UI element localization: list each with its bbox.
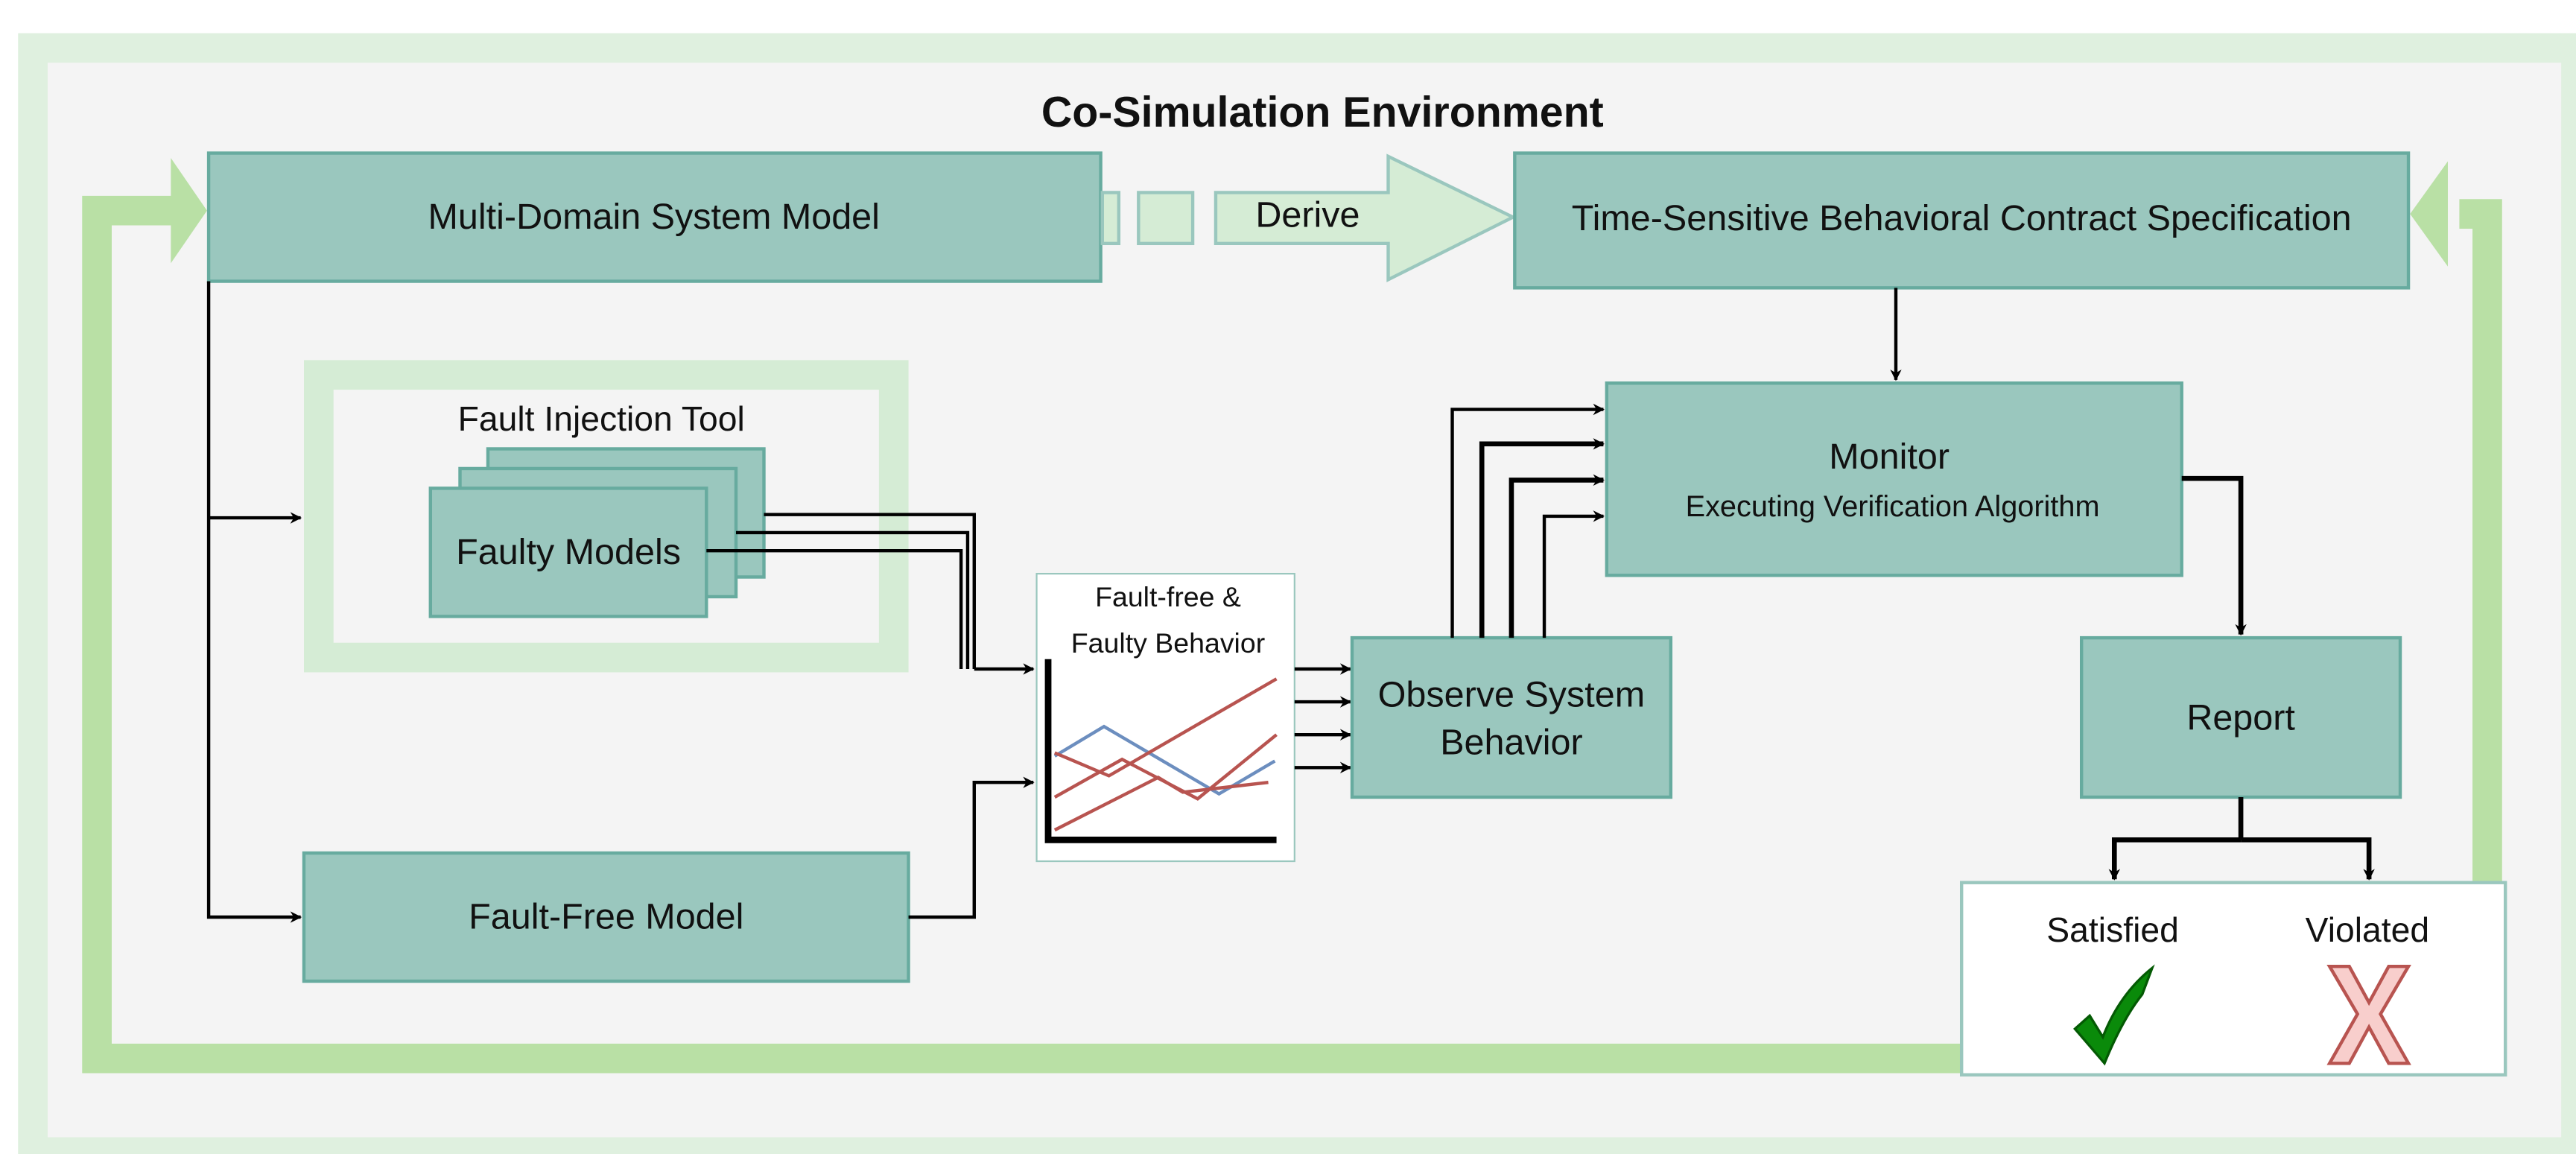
connector-observe-monitor-2 xyxy=(1479,438,1605,638)
system-model-box xyxy=(206,151,1103,283)
violated-label: Violated xyxy=(2306,910,2429,949)
connector-system-to-models xyxy=(206,281,302,923)
behavior-plot-axes xyxy=(1044,659,1277,843)
connector-observe-monitor-3 xyxy=(1509,474,1605,638)
behavior-plot-line-red-1 xyxy=(1053,677,1278,778)
faulty-models-box xyxy=(428,486,708,618)
behavior-plot-box xyxy=(1035,572,1295,863)
behavior-plot-line-red-3 xyxy=(1053,776,1269,832)
feedback-arrowhead-left-icon xyxy=(171,158,207,264)
system-model-label: Multi-Domain System Model xyxy=(428,197,880,237)
derive-dash-1 xyxy=(1100,191,1121,246)
report-box xyxy=(2079,635,2402,799)
cross-icon xyxy=(2326,964,2411,1065)
observe-label-line2: Behavior xyxy=(1440,723,1582,763)
connector-monitor-report xyxy=(2181,475,2247,636)
feedback-loop-arrow xyxy=(82,195,2502,1074)
feedback-arrowhead-right-icon xyxy=(2410,161,2448,267)
observe-box xyxy=(1350,635,1673,799)
behavior-plot-title-line2: Faulty Behavior xyxy=(1071,627,1265,659)
connector-fault-free-to-plot xyxy=(908,776,1035,919)
observe-label-line1: Observe System xyxy=(1378,675,1645,715)
fault-free-model-box xyxy=(302,851,910,983)
monitor-box xyxy=(1605,381,2183,577)
behavior-plot-line-blue xyxy=(1053,724,1276,796)
connector-faulty-2 xyxy=(736,530,970,669)
derive-arrow xyxy=(1214,153,1517,282)
contract-box xyxy=(1513,151,2411,290)
derive-label: Derive xyxy=(1255,195,1360,235)
diagram-title: Co-Simulation Environment xyxy=(1041,89,1604,136)
monitor-title: Monitor xyxy=(1829,437,1950,477)
derive-dash-2 xyxy=(1137,191,1195,246)
outcome-box xyxy=(1959,881,2507,1077)
check-mark-icon xyxy=(2073,964,2155,1066)
fault-injection-tool-label: Fault Injection Tool xyxy=(458,399,745,438)
connector-faulty-1 xyxy=(764,513,976,669)
behavior-plot-title-line1: Fault-free & xyxy=(1095,581,1241,612)
faulty-models-label: Faulty Models xyxy=(456,532,681,572)
fault-free-model-label: Fault-Free Model xyxy=(469,896,743,936)
report-label: Report xyxy=(2186,698,2295,738)
satisfied-label: Satisfied xyxy=(2046,910,2179,949)
connector-report-violated xyxy=(2241,837,2375,881)
connector-observe-monitor-1 xyxy=(1450,403,1605,638)
connector-faulty-3 xyxy=(706,549,963,669)
monitor-subtitle: Executing Verification Algorithm xyxy=(1686,490,2100,523)
contract-label: Time-Sensitive Behavioral Contract Speci… xyxy=(1572,198,2352,238)
connector-report-satisfied xyxy=(2108,837,2242,881)
connector-observe-monitor-4 xyxy=(1542,510,1605,638)
